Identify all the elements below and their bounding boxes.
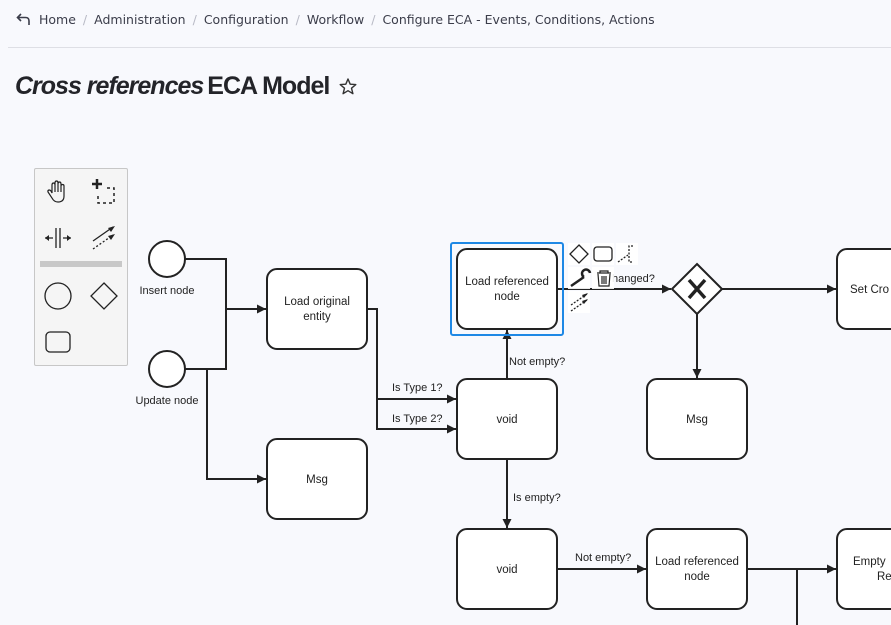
create-task[interactable] bbox=[41, 325, 75, 359]
page-title: Cross references ECA Model bbox=[15, 72, 358, 101]
flow-label: Not empty? bbox=[509, 356, 565, 368]
context-pad bbox=[568, 243, 638, 313]
title-model-name: Cross references bbox=[15, 72, 204, 100]
task-label: Msg bbox=[306, 474, 328, 486]
connect-button[interactable] bbox=[568, 291, 590, 313]
rounded-rect-icon bbox=[593, 246, 613, 262]
task-label: void bbox=[496, 564, 517, 576]
space-tool[interactable] bbox=[41, 221, 75, 255]
task-msg-2[interactable]: Msg bbox=[646, 378, 748, 460]
breadcrumb-separator: / bbox=[371, 11, 376, 27]
task-set-cross[interactable]: Set Cro bbox=[836, 248, 891, 330]
task-label: Load original bbox=[284, 296, 350, 308]
x-icon bbox=[687, 278, 707, 300]
palette-separator bbox=[40, 261, 122, 267]
task-label: Set Cro bbox=[850, 284, 889, 296]
rounded-rect-icon bbox=[45, 331, 71, 353]
sequence-flow bbox=[206, 369, 266, 484]
breadcrumb-separator: / bbox=[295, 11, 300, 27]
task-label: entity bbox=[303, 311, 331, 323]
hand-tool[interactable] bbox=[41, 175, 75, 209]
task-label: node bbox=[684, 571, 710, 583]
flow-label: Is Type 2? bbox=[392, 413, 443, 425]
flow-label: Not empty? bbox=[575, 552, 631, 564]
breadcrumb-separator: / bbox=[192, 11, 197, 27]
flow-label: Is empty? bbox=[513, 492, 561, 504]
text-annotation-button[interactable] bbox=[616, 243, 638, 265]
diamond-icon bbox=[569, 244, 589, 264]
task-void-1[interactable]: void bbox=[456, 378, 558, 460]
start-event-update-node[interactable]: Update node bbox=[136, 350, 199, 407]
exclusive-gateway[interactable] bbox=[670, 262, 724, 316]
create-start-event[interactable] bbox=[41, 279, 75, 313]
event-label: Insert node bbox=[139, 285, 194, 297]
append-gateway-button[interactable] bbox=[568, 243, 590, 265]
lasso-tool[interactable] bbox=[87, 175, 121, 209]
connect-icon bbox=[92, 226, 115, 250]
annotation-icon bbox=[617, 245, 633, 263]
space-icon bbox=[45, 228, 71, 248]
create-gateway[interactable] bbox=[87, 279, 121, 313]
task-void-2[interactable]: void bbox=[456, 528, 558, 610]
task-label: void bbox=[496, 414, 517, 426]
change-type-button[interactable] bbox=[568, 267, 592, 289]
flow-label: hanged? bbox=[612, 273, 655, 285]
task-load-referenced-node-2[interactable]: Load referenced node bbox=[646, 528, 748, 610]
delete-button[interactable] bbox=[592, 267, 614, 289]
task-label: Re bbox=[877, 571, 891, 583]
circle-icon bbox=[44, 282, 72, 310]
diamond-icon bbox=[90, 282, 118, 310]
breadcrumb-configuration[interactable]: Configuration bbox=[203, 11, 289, 27]
back-arrow-icon[interactable] bbox=[16, 11, 32, 27]
task-empty-re[interactable]: Empty Re bbox=[836, 528, 891, 610]
breadcrumb-administration[interactable]: Administration bbox=[94, 11, 186, 27]
sequence-flow bbox=[185, 309, 227, 370]
breadcrumb-configure-eca[interactable]: Configure ECA - Events, Conditions, Acti… bbox=[382, 11, 655, 27]
lasso-icon bbox=[92, 179, 115, 204]
task-label: Msg bbox=[686, 414, 708, 426]
selection-outline bbox=[450, 242, 564, 336]
title-suffix: ECA Model bbox=[207, 72, 330, 100]
sequence-flow bbox=[185, 258, 266, 314]
flow-label: Is Type 1? bbox=[392, 382, 443, 394]
event-label: Update node bbox=[136, 395, 199, 407]
hand-icon bbox=[47, 180, 65, 203]
sequence-flow bbox=[376, 399, 456, 434]
star-outline-icon[interactable] bbox=[338, 77, 358, 97]
global-connect-tool[interactable] bbox=[87, 221, 121, 255]
sequence-flow bbox=[367, 308, 456, 404]
start-event-insert-node[interactable]: Insert node bbox=[139, 240, 195, 297]
task-msg-1[interactable]: Msg bbox=[266, 438, 368, 520]
wrench-icon bbox=[570, 268, 592, 288]
task-label: Load referenced bbox=[655, 556, 739, 568]
breadcrumb-home[interactable]: Home bbox=[39, 11, 76, 27]
task-label: Empty bbox=[853, 556, 886, 568]
header-divider bbox=[8, 47, 891, 48]
tool-palette bbox=[34, 168, 128, 366]
trash-icon bbox=[597, 270, 611, 287]
breadcrumb-workflow[interactable]: Workflow bbox=[306, 11, 365, 27]
task-load-referenced-node-1[interactable]: Load referenced node bbox=[450, 242, 564, 336]
task-label: Load referenced bbox=[465, 276, 549, 288]
task-load-original-entity[interactable]: Load original entity bbox=[266, 268, 368, 350]
append-task-button[interactable] bbox=[592, 243, 614, 265]
breadcrumb: Home / Administration / Configuration / … bbox=[16, 9, 655, 29]
breadcrumb-separator: / bbox=[82, 11, 88, 27]
task-label: node bbox=[494, 291, 520, 303]
